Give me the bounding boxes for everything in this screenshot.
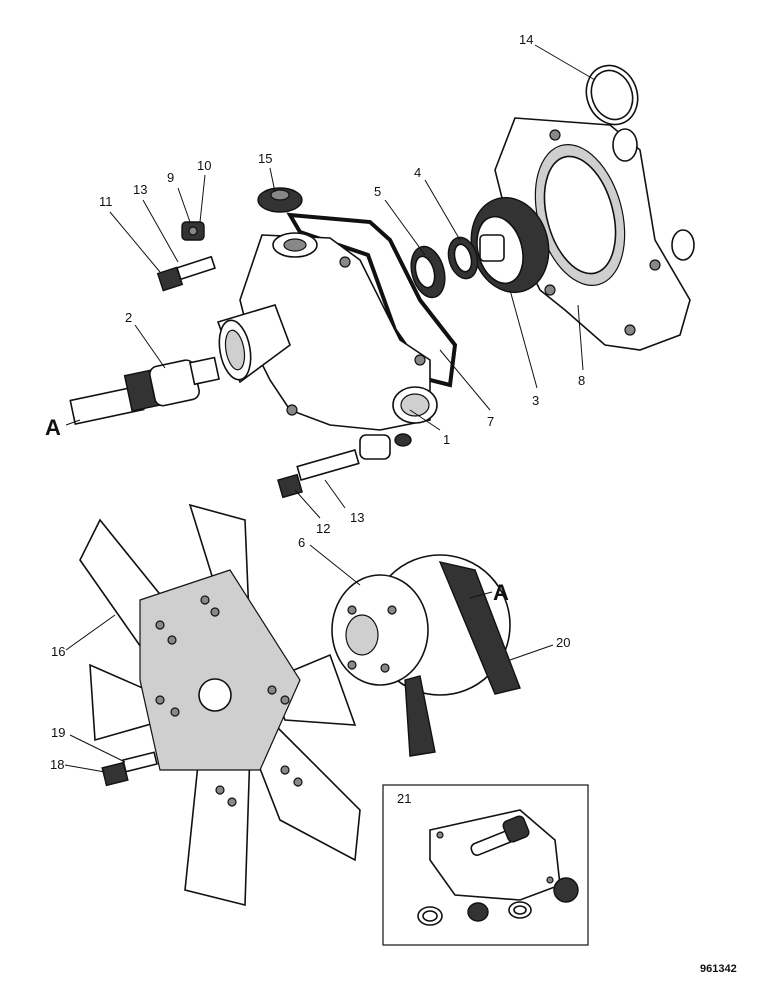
callout-10: 10 — [197, 158, 211, 173]
callout-15: 15 — [258, 151, 272, 166]
callout-4: 4 — [414, 165, 421, 180]
nut-15 — [257, 187, 303, 213]
callout-3: 3 — [532, 393, 539, 408]
pump-body — [216, 232, 438, 431]
callout-12: 12 — [316, 521, 330, 536]
nut-10 — [181, 221, 205, 241]
connector-a-left: A — [45, 415, 61, 440]
callout-21: 21 — [397, 791, 411, 806]
callouts: 1 2 3 4 5 6 7 8 9 10 11 12 13 13 14 15 1… — [50, 32, 585, 806]
o-ring — [585, 64, 639, 126]
bearing-spindle — [69, 356, 220, 425]
callout-7: 7 — [487, 414, 494, 429]
callout-8: 8 — [578, 373, 585, 388]
spacer-sleeve — [359, 434, 391, 460]
seal-5 — [410, 245, 446, 299]
callout-20: 20 — [556, 635, 570, 650]
bolt-11 — [156, 255, 216, 292]
callout-11: 11 — [99, 194, 113, 209]
cooling-fan — [79, 503, 361, 907]
callout-5: 5 — [374, 184, 381, 199]
callout-16: 16 — [51, 644, 65, 659]
reference-number: 961342 — [700, 963, 737, 975]
callout-13-upper: 13 — [133, 182, 147, 197]
leader-lines — [64, 44, 596, 773]
rear-housing-plate — [494, 117, 695, 351]
callout-18: 18 — [50, 757, 64, 772]
seal-ring-4 — [447, 236, 479, 280]
callout-14: 14 — [519, 32, 533, 47]
callout-13-lower: 13 — [350, 510, 364, 525]
callout-6: 6 — [298, 535, 305, 550]
bolt-12 — [277, 449, 360, 499]
repair-kit-box — [382, 784, 589, 946]
gasket — [286, 212, 458, 388]
callout-2: 2 — [125, 310, 132, 325]
fan-bolt — [101, 751, 158, 787]
callout-1: 1 — [443, 432, 450, 447]
callout-19: 19 — [51, 725, 65, 740]
washer-small — [394, 433, 412, 447]
impeller — [470, 196, 550, 294]
callout-9: 9 — [167, 170, 174, 185]
connector-a-right: A — [493, 580, 509, 605]
drive-belt — [404, 561, 521, 757]
pulley — [331, 554, 511, 696]
